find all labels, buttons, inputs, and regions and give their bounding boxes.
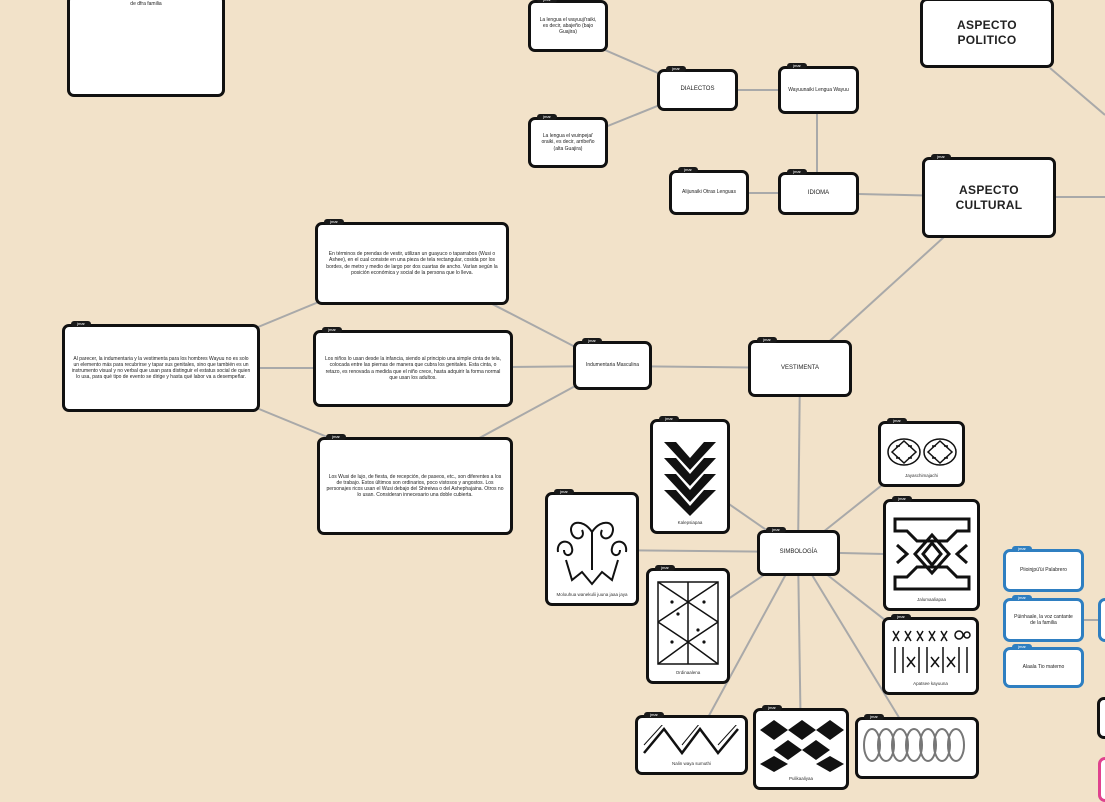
- node-tag: jmar: [762, 705, 782, 711]
- node-tag: jmar: [887, 418, 907, 424]
- symbol-paaraa[interactable]: jmar: [855, 714, 979, 779]
- node-tag: jmar: [766, 527, 786, 533]
- chain-pattern-icon: [863, 728, 965, 762]
- node-label: ASPECTO CULTURAL: [955, 182, 1023, 212]
- node-partial-right[interactable]: [1098, 598, 1105, 642]
- node-tag: jmar: [71, 321, 91, 327]
- node-tag: jmar: [554, 489, 574, 495]
- node-tag: jmar: [892, 496, 912, 502]
- symbol-pulikaa[interactable]: jmar Pulikaaliyaa: [753, 705, 849, 790]
- node-label: Alaala Tio materno: [1022, 664, 1065, 671]
- node-family-note[interactable]: de dfra familia: [67, 0, 225, 97]
- node-tag: jmar: [655, 565, 675, 571]
- cross-stitch-pattern-icon: [892, 629, 971, 673]
- symbol-ordinaalena[interactable]: jmar Ordinaalena: [646, 565, 730, 684]
- node-lengua-arribeno[interactable]: jmar La lengua el wuinpejai' oraiki, es …: [528, 114, 608, 168]
- node-label: VESTIMENTA: [781, 364, 819, 371]
- node-aspecto-politico[interactable]: ASPECTO POLITICO: [920, 0, 1054, 68]
- node-tag: jmar: [864, 714, 884, 720]
- symbol-kalepsiapaa[interactable]: jmar Kalepsiapaa: [650, 416, 730, 534]
- node-tag: jmar: [678, 167, 698, 173]
- node-tag: jmar: [891, 614, 911, 620]
- symbol-caption: Jalumaaliapaa: [916, 596, 947, 602]
- symbol-molouhua[interactable]: jmar Molouhua wanekulii juuna jaaa jaya: [545, 489, 639, 606]
- node-label: Indumentaria Masculina: [585, 362, 640, 369]
- symbol-caption: Molouhua wanekulii juuna jaaa jaya: [556, 591, 628, 597]
- node-tag: jmar: [787, 63, 807, 69]
- node-tag: jmar: [322, 327, 342, 333]
- node-label: Los Wusi de lujo, de fiesta, de recepció…: [326, 473, 504, 499]
- node-label: Püinhaale, la voz cantante de la familia: [1014, 613, 1073, 626]
- node-dialectos[interactable]: jmar DIALECTOS: [657, 66, 738, 111]
- symbol-caption: Kalepsiapaa: [677, 519, 703, 525]
- node-label: ASPECTO POLITICO: [957, 18, 1017, 47]
- lattice-pattern-icon: [657, 580, 719, 665]
- node-label: Al parecer, la indumentaria y la vestime…: [71, 355, 251, 381]
- node-texto-wusi[interactable]: jmar Los Wusi de lujo, de fiesta, de rec…: [317, 434, 513, 535]
- node-label: IDIOMA: [807, 189, 830, 196]
- node-texto-prendas[interactable]: jmar En términos de prendas de vestir, u…: [315, 219, 509, 305]
- symbol-caption: Pulikaaliyaa: [788, 775, 813, 781]
- zigzag-band-icon: [643, 724, 739, 755]
- node-label: La lengua el wayuuji'raiki, es decir, ab…: [539, 16, 597, 36]
- node-tag: jmar: [582, 338, 602, 344]
- node-label: de dfra familia: [130, 1, 162, 7]
- node-tag: jmar: [1012, 595, 1032, 601]
- node-voz-cantante[interactable]: jmar Püinhaale, la voz cantante de la fa…: [1003, 595, 1084, 642]
- symbol-caption: Apatsee kayuuna: [913, 680, 948, 686]
- node-label: Piioinjpü'üi Palabrero: [1020, 567, 1067, 574]
- node-texto-indumentaria[interactable]: jmar Al parecer, la indumentaria y la ve…: [62, 321, 260, 412]
- node-partial-right-dark[interactable]: [1097, 697, 1105, 739]
- node-tag: jmar: [787, 169, 807, 175]
- node-label: Alijunaiki Otras Lenguas: [682, 189, 736, 196]
- symbol-jalumaalaa[interactable]: jmar Jalumaaliapaa: [883, 496, 980, 611]
- node-texto-ninos[interactable]: jmar Los niños lo usan desde la infancia…: [313, 327, 513, 407]
- node-partial-right-pink[interactable]: [1098, 757, 1105, 802]
- node-label: La lengua el wuinpejai' oraiki, es decir…: [541, 133, 595, 152]
- node-label: Wayuunaiki Lengua Wayuu: [788, 86, 849, 93]
- node-idioma[interactable]: jmar IDIOMA: [778, 169, 859, 215]
- node-tag: jmar: [537, 0, 557, 3]
- node-lengua-abajeno[interactable]: jmar La lengua el wayuuji'raiki, es deci…: [528, 0, 608, 52]
- node-tag: jmar: [659, 416, 679, 422]
- symbol-nalin[interactable]: jmar Nalin waya sumuthi: [635, 712, 748, 775]
- symbol-caption: Nalin waya sumuthi: [671, 760, 712, 766]
- node-tag: jmar: [326, 434, 346, 440]
- node-label: En términos de prendas de vestir, utiliz…: [326, 251, 498, 276]
- node-tag: jmar: [931, 154, 951, 160]
- node-tag: jmar: [1012, 546, 1032, 552]
- node-simbologia[interactable]: jmar SIMBOLOGÍA: [757, 527, 840, 576]
- node-tag: jmar: [1012, 644, 1032, 650]
- zigzag-pattern-icon: [664, 441, 716, 516]
- geometric-frame-icon: [893, 517, 970, 591]
- node-indumentaria-masculina[interactable]: jmar Indumentaria Masculina: [573, 338, 652, 390]
- node-tag: jmar: [644, 712, 664, 718]
- diamond-band-icon: [886, 437, 957, 466]
- node-wayuunaiki[interactable]: jmar Wayuunaiki Lengua Wayuu: [778, 63, 859, 114]
- node-tag: jmar: [666, 66, 686, 72]
- node-tag: jmar: [324, 219, 344, 225]
- spiral-pattern-icon: [556, 521, 628, 586]
- node-tag: jmar: [537, 114, 557, 120]
- symbol-caption: Jayaschimajachi: [904, 472, 938, 478]
- node-aspecto-cultural[interactable]: jmar ASPECTO CULTURAL: [922, 154, 1056, 238]
- node-tag: jmar: [757, 337, 777, 343]
- node-vestimenta[interactable]: jmar VESTIMENTA: [748, 337, 852, 397]
- node-alijunaiki[interactable]: jmar Alijunaiki Otras Lenguas: [669, 167, 749, 215]
- node-label: DIALECTOS: [680, 86, 715, 93]
- symbol-apatsee[interactable]: jmar Apatsee kayuuna: [882, 614, 979, 695]
- symbol-caption: Ordinaalena: [675, 669, 701, 675]
- node-palabrero[interactable]: jmar Piioinjpü'üi Palabrero: [1003, 546, 1084, 592]
- node-label: Los niños lo usan desde la infancia, sie…: [325, 356, 501, 381]
- node-label: SIMBOLOGÍA: [779, 549, 818, 556]
- node-tio-materno[interactable]: jmar Alaala Tio materno: [1003, 644, 1084, 688]
- diamond-weave-icon: [760, 719, 844, 772]
- symbol-jayaschimajachi[interactable]: jmar Jayaschimajachi: [878, 418, 965, 487]
